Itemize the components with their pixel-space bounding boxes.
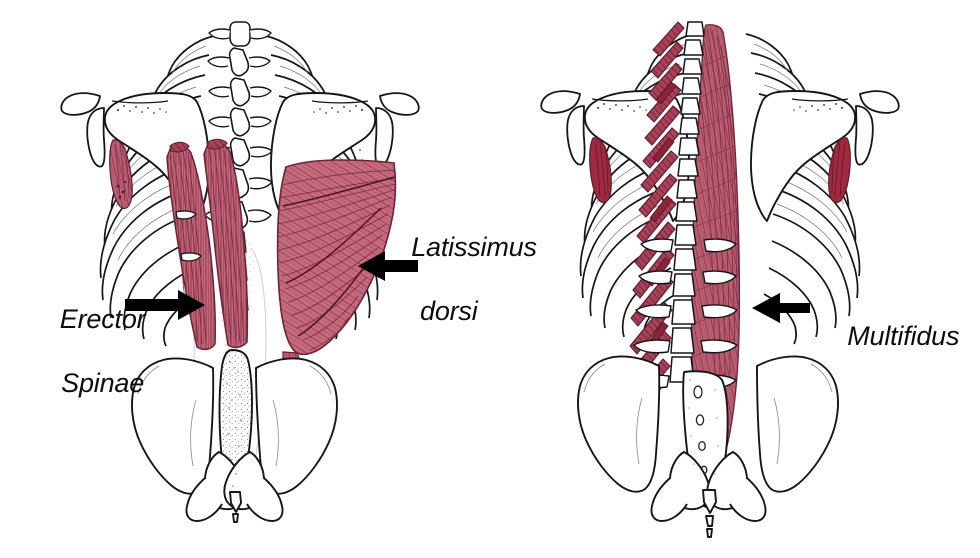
latissimus-dorsi-muscle xyxy=(276,159,397,389)
erector-spinae-arrow xyxy=(125,290,205,320)
right-sacrum-stipple xyxy=(688,379,719,475)
latissimus-dorsi-arrow xyxy=(358,251,418,281)
left-sacrum-stipple xyxy=(226,361,242,487)
left-pelvis-shading xyxy=(137,365,332,467)
label-multifidus-line1: Multifidus xyxy=(847,320,960,351)
label-latissimus-dorsi-line2: dorsi xyxy=(420,295,478,326)
right-figure-panel xyxy=(540,21,900,538)
label-erector-spinae: Erector Spinae xyxy=(18,272,158,431)
label-latissimus-dorsi: Latissimus dorsi xyxy=(382,200,562,391)
label-multifidus: Multifidus xyxy=(818,289,959,385)
right-teres-major-right xyxy=(828,137,851,204)
right-pelvis-shading xyxy=(583,363,833,465)
left-teres-major-muscle xyxy=(109,139,133,210)
right-vertebral-column xyxy=(669,21,705,383)
right-clavicles xyxy=(540,90,900,166)
right-transverse-processes xyxy=(632,238,738,389)
multifidus-arrow xyxy=(752,293,810,323)
erector-spinae-muscle xyxy=(166,138,249,351)
label-erector-spinae-line1: Erector xyxy=(59,303,146,334)
multifidus-segmental-slips xyxy=(628,21,685,407)
label-latissimus-dorsi-line1: Latissimus xyxy=(411,231,537,262)
right-pelvis xyxy=(577,355,839,538)
right-teres-major-left xyxy=(589,137,612,204)
left-clavicles xyxy=(60,92,420,168)
label-erector-spinae-line2: Spinae xyxy=(61,367,145,398)
left-pelvis xyxy=(131,349,338,523)
left-figure-panel xyxy=(60,21,420,523)
